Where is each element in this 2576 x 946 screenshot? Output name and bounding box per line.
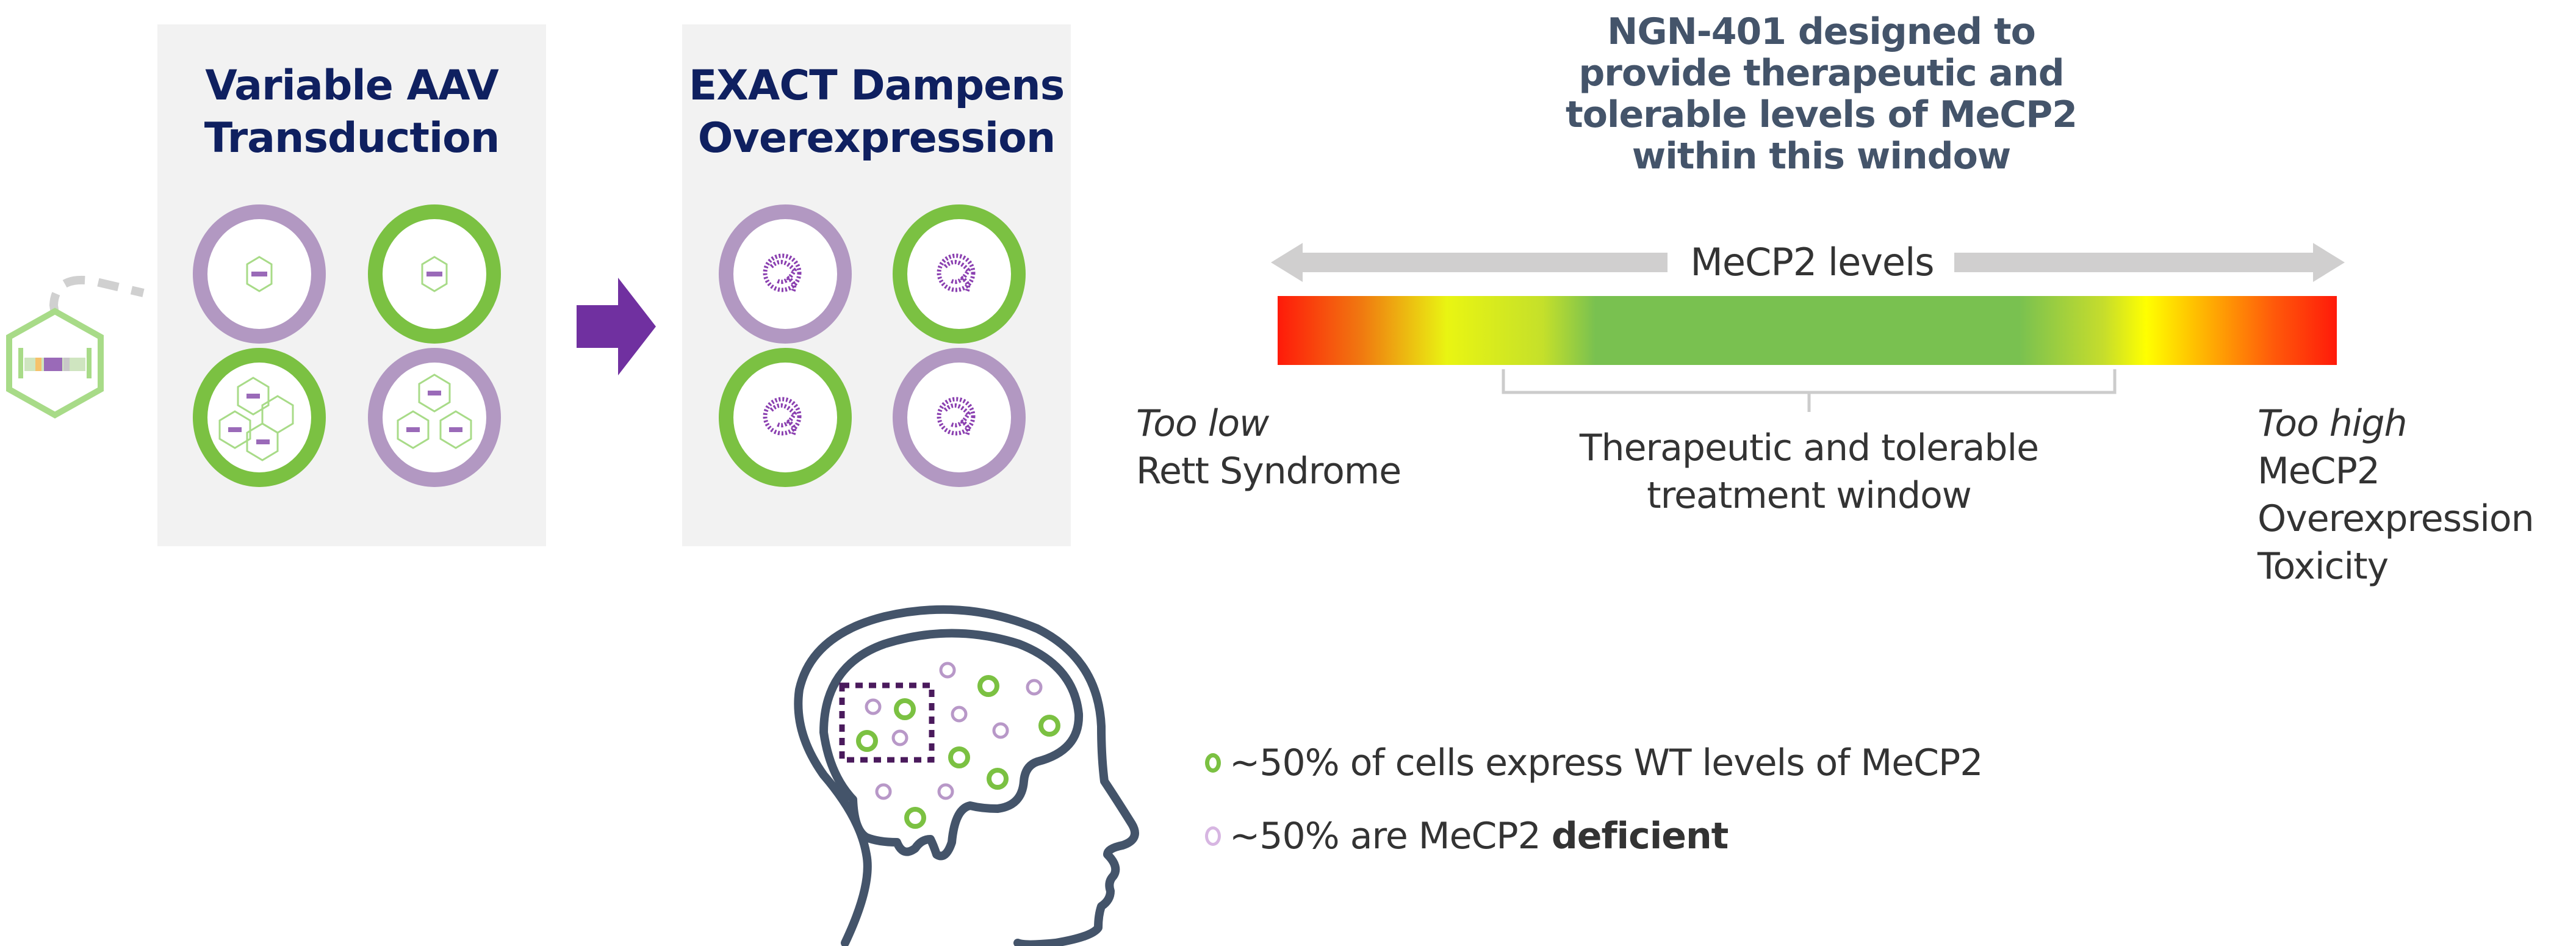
title-line: provide therapeutic and <box>1578 52 2064 95</box>
vector-icon <box>421 256 448 292</box>
cell-green <box>368 204 501 344</box>
right-arrow-icon <box>577 278 656 375</box>
window-label-line: treatment window <box>1647 474 1972 517</box>
window-label: Therapeutic and tolerable treatment wind… <box>1513 424 2105 519</box>
legend-text: ~50% of cells express WT levels of MeCP2 <box>1229 742 1983 784</box>
cell-purple <box>719 204 852 344</box>
vector-cluster-icon <box>397 374 472 449</box>
too-low-text: Too low <box>1136 402 1269 445</box>
too-high-line: Toxicity <box>2258 545 2389 588</box>
purple-cell-icon <box>1205 826 1221 846</box>
title-line: NGN-401 designed to <box>1607 10 2036 53</box>
cell-green <box>193 348 326 487</box>
legend-item-wt: ~50% of cells express WT levels of MeCP2 <box>1205 742 1983 784</box>
variable-aav-panel: Variable AAV Transduction <box>157 24 546 546</box>
chromatin-icon <box>763 253 802 292</box>
legend-text-bold: deficient <box>1551 815 1729 858</box>
title-line: within this window <box>1632 135 2011 178</box>
cell-purple <box>368 348 501 487</box>
panel-title-line: Transduction <box>204 114 500 162</box>
cell-green <box>719 348 852 487</box>
double-arrow-icon <box>1271 243 2345 282</box>
exact-dampens-panel: EXACT Dampens Overexpression <box>682 24 1071 546</box>
cell-green <box>893 204 1026 344</box>
chromatin-icon <box>937 397 976 436</box>
panel-title: EXACT Dampens Overexpression <box>682 60 1071 165</box>
too-low-label: Too low Rett Syndrome <box>1136 400 1401 495</box>
head-brain-icon <box>794 605 1139 946</box>
panel-title-line: EXACT Dampens <box>688 62 1065 110</box>
too-high-text: Too high <box>2258 402 2408 445</box>
too-high-line: Overexpression <box>2258 497 2535 540</box>
chromatin-icon <box>763 397 802 436</box>
legend-text: ~50% are MeCP2 deficient <box>1229 815 1729 858</box>
panel-title-line: Variable AAV <box>205 62 499 110</box>
legend-text-prefix: ~50% are MeCP2 <box>1229 815 1552 858</box>
window-bracket <box>1502 369 2117 412</box>
aav-vector-icon <box>6 275 145 419</box>
panel-title: Variable AAV Transduction <box>157 60 546 165</box>
green-cell-icon <box>1205 753 1221 773</box>
title-line: tolerable levels of MeCP2 <box>1566 93 2078 136</box>
cell-purple <box>193 204 326 344</box>
cell-purple <box>893 348 1026 487</box>
too-high-label: Too high MeCP2 Overexpression Toxicity <box>2258 400 2535 590</box>
too-high-line: MeCP2 <box>2258 450 2380 493</box>
legend-item-deficient: ~50% are MeCP2 deficient <box>1205 815 1729 858</box>
rett-syndrome-text: Rett Syndrome <box>1136 450 1401 493</box>
panel-title-line: Overexpression <box>697 114 1056 162</box>
mecp2-levels-label: MeCP2 levels <box>1690 240 1934 284</box>
vector-icon <box>246 256 273 292</box>
mecp2-level-gradient-bar <box>1278 296 2337 365</box>
window-label-line: Therapeutic and tolerable <box>1579 427 2039 469</box>
vector-cluster-icon <box>218 377 294 461</box>
main-title: NGN-401 designed to provide therapeutic … <box>1507 11 2135 177</box>
chromatin-icon <box>937 253 976 292</box>
